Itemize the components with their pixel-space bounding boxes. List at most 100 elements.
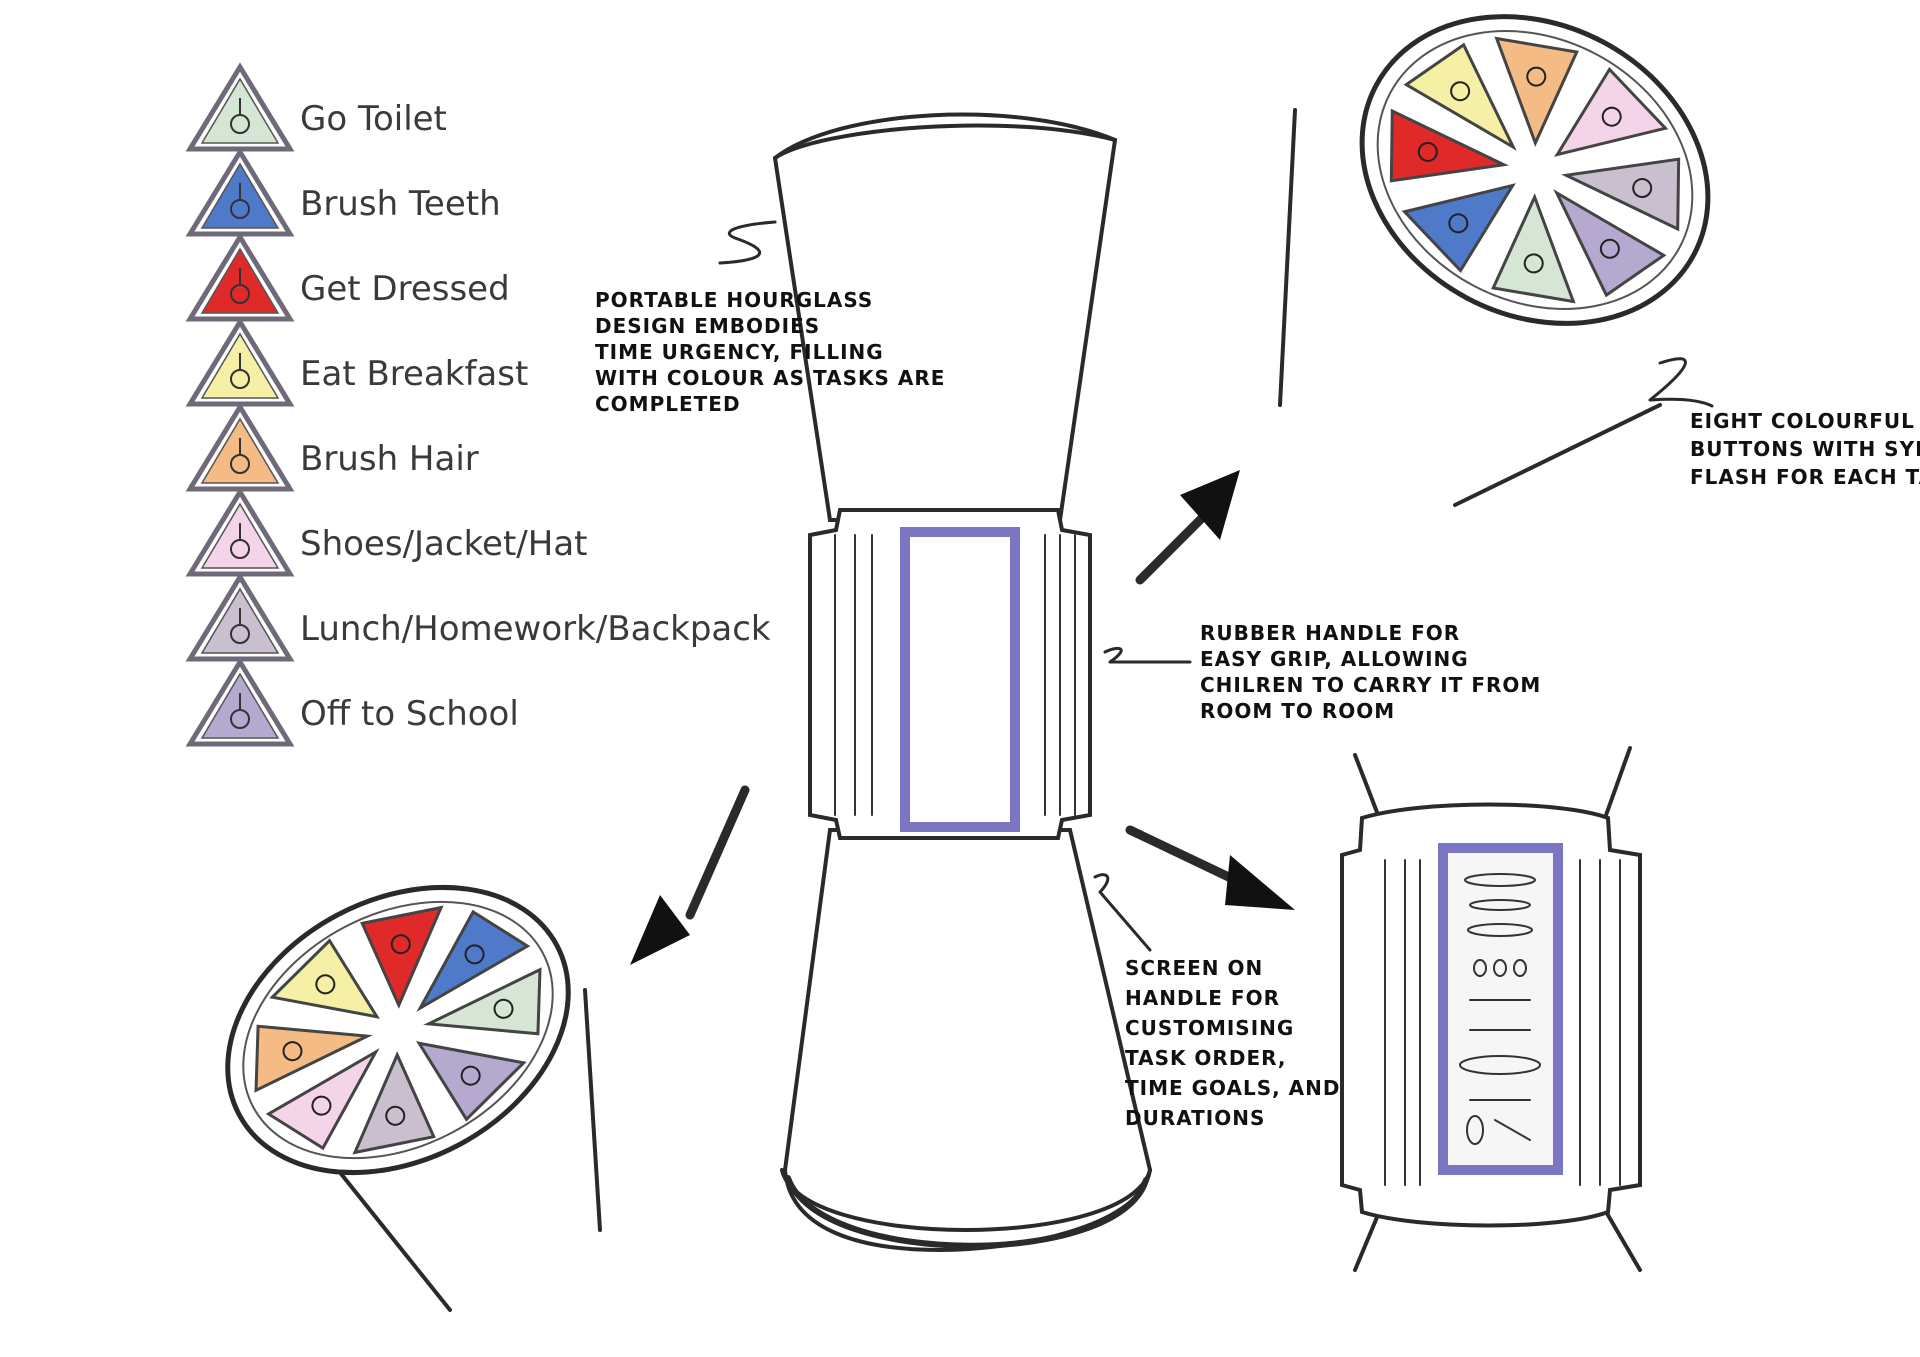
arrow-to-handle-view (1125, 825, 1295, 910)
legend-label: Lunch/Homework/Backpack (300, 609, 771, 649)
legend-label: Brush Teeth (300, 184, 501, 224)
bowl-icon (1450, 81, 1471, 102)
backpack-icon (385, 1105, 406, 1126)
backpack-icon (230, 608, 250, 644)
legend-label: Shoes/Jacket/Hat (300, 524, 588, 564)
task-button-toilet[interactable] (423, 966, 566, 1077)
annotation-line: BUTTONS WITH SYMBOLS (1690, 437, 1920, 461)
bottom-base-rim-outer (785, 1175, 1149, 1249)
legend-label: Brush Hair (300, 439, 479, 479)
toothbrush-icon (1448, 213, 1469, 234)
bus-icon (460, 1065, 481, 1086)
legend-item-6: Shoes/Jacket/Hat (185, 487, 588, 577)
annotation-line: TASK ORDER, (1125, 1046, 1286, 1070)
rubber-handle[interactable] (808, 508, 1092, 840)
legend-label: Off to School (300, 694, 519, 734)
backpack-icon (1632, 178, 1653, 199)
legend-item-7: Lunch/Homework/Backpack (185, 572, 771, 662)
legend-item-5: Brush Hair (185, 402, 479, 492)
legend-item-3: Get Dressed (185, 232, 510, 322)
annotation-line: RUBBER HANDLE FOR (1200, 621, 1460, 645)
legend-item-4: Eat Breakfast (185, 317, 528, 407)
bottom-view-button-wheel (225, 884, 602, 1312)
legend-item-2: Brush Teeth (185, 147, 501, 237)
task-button-shoes[interactable] (1554, 66, 1677, 194)
annotation-buttons: EIGHT COLOURFUL BUTTONS WITH SYMBOLS FLASH… (1648, 357, 1920, 489)
bus-icon (1599, 238, 1620, 259)
task-button-clothes[interactable] (1363, 107, 1509, 224)
legend-item-8: Off to School (185, 657, 519, 747)
hourglass-bottom-cone (782, 828, 1153, 1253)
annotation-line: SCREEN ON (1125, 956, 1263, 980)
toothbrush-icon (464, 944, 485, 965)
annotation-line: TIME GOALS, AND (1125, 1076, 1341, 1100)
legend-label: Go Toilet (300, 99, 447, 139)
task-button-toothbrush[interactable] (392, 897, 531, 1013)
top-view-edge-line (1278, 108, 1297, 407)
shoes-icon (1601, 106, 1622, 127)
clothes-icon (230, 268, 250, 304)
closeup-screen[interactable] (1438, 843, 1563, 1175)
task-button-backpack[interactable] (324, 1051, 439, 1173)
handle-screen[interactable] (900, 527, 1020, 832)
shoes-icon (311, 1095, 332, 1116)
toothbrush-icon (230, 183, 250, 219)
annotation-line: DURATIONS (1125, 1106, 1265, 1130)
arrow-to-top-view (1135, 470, 1240, 585)
wheel-face (1359, 14, 1711, 326)
annotation-line: ROOM TO ROOM (1200, 699, 1395, 723)
annotation-line: EASY GRIP, ALLOWING (1200, 647, 1469, 671)
handle-closeup-view (1340, 746, 1642, 1272)
annotation-line: HANDLE FOR (1125, 986, 1280, 1010)
annotation-line: CUSTOMISING (1125, 1016, 1294, 1040)
top-rim (773, 123, 1117, 160)
task-button-shoes[interactable] (265, 1047, 404, 1163)
top-view-edge-line-2 (1453, 403, 1662, 507)
clothes-icon (1417, 141, 1438, 162)
toilet-icon (1523, 253, 1544, 274)
hairbrush-icon (1526, 66, 1547, 87)
wheel-face (225, 884, 571, 1176)
annotation-line: CHILREN TO CARRY IT FROM (1200, 673, 1541, 697)
task-button-clothes[interactable] (357, 887, 472, 1009)
legend-item-1: Go Toilet (185, 62, 447, 152)
annotation-line: COMPLETED (595, 392, 741, 416)
task-button-hairbrush[interactable] (1462, 16, 1582, 147)
top-view-button-wheel (1278, 14, 1711, 507)
task-button-toothbrush[interactable] (1392, 146, 1516, 274)
annotation-line: PORTABLE HOURGLASS (595, 288, 873, 312)
task-button-bowl[interactable] (262, 938, 380, 1056)
bowl-icon (315, 974, 336, 995)
hourglass-top-cone (772, 112, 1118, 522)
shoes-icon (230, 523, 250, 559)
annotation-line: DESIGN EMBODIES (595, 314, 820, 338)
legend-label: Eat Breakfast (300, 354, 528, 394)
task-button-toilet[interactable] (1488, 193, 1608, 324)
annotation-line: EIGHT COLOURFUL (1690, 409, 1915, 433)
task-button-hairbrush[interactable] (230, 983, 373, 1094)
annotation-line: FLASH FOR EACH TASK (1690, 465, 1920, 489)
hourglass-device (772, 112, 1153, 1253)
closeup-screen-task-list (1459, 873, 1541, 1145)
toilet-icon (230, 98, 250, 134)
clothes-icon (390, 934, 411, 955)
arrow-to-bottom-view (630, 785, 750, 965)
task-button-bowl[interactable] (1403, 30, 1545, 151)
task-button-backpack[interactable] (1561, 116, 1707, 233)
bowl-icon (230, 353, 250, 389)
task-button-bus[interactable] (1525, 189, 1667, 310)
bus-icon (230, 693, 250, 729)
annotation-line: TIME URGENCY, FILLING (595, 340, 884, 364)
legend-label: Get Dressed (300, 269, 510, 309)
hairbrush-icon (282, 1041, 303, 1062)
bottom-view-edge-line (583, 988, 602, 1232)
bottom-view-edge-line-2 (328, 1158, 452, 1312)
task-button-bus[interactable] (416, 1004, 534, 1122)
toilet-icon (493, 998, 514, 1019)
bottom-base-rim (780, 1168, 1152, 1232)
annotation-screen: SCREEN ON HANDLE FOR CUSTOMISING TASK ORDER… (1093, 873, 1341, 1130)
